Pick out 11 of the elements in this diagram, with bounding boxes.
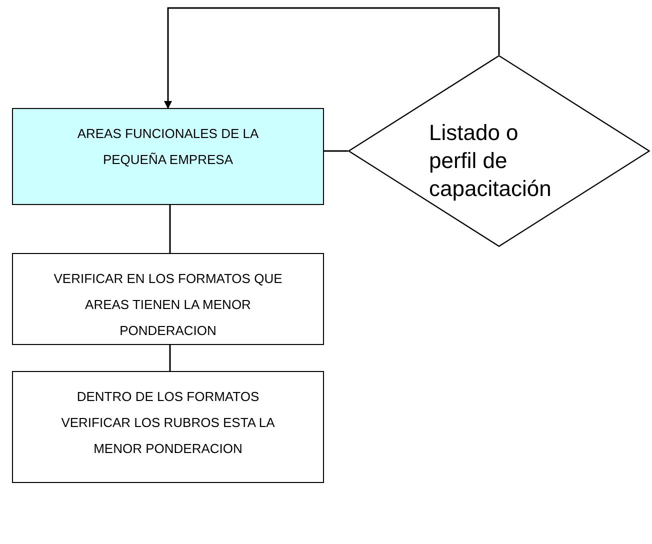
connector-line (324, 150, 348, 152)
box-text: VERIFICAR EN LOS FORMATOS QUE AREAS TIENEN LA MENOR PONDERACION (52, 270, 284, 340)
process-box (12, 371, 324, 483)
connector-line (169, 345, 171, 371)
connector-line (169, 205, 171, 253)
process-box (12, 253, 324, 345)
box-text: AREAS FUNCIONALES DE LA PEQUEÑA EMPRESA (76, 125, 260, 169)
arrow (164, 7, 500, 109)
decision-text: Listado o perfil de capacitación (429, 119, 552, 203)
box-text: DENTRO DE LOS FORMATOS VERIFICAR LOS RUBROS ESTA LA MENOR PONDERACION (60, 388, 276, 458)
process-box (12, 108, 324, 205)
